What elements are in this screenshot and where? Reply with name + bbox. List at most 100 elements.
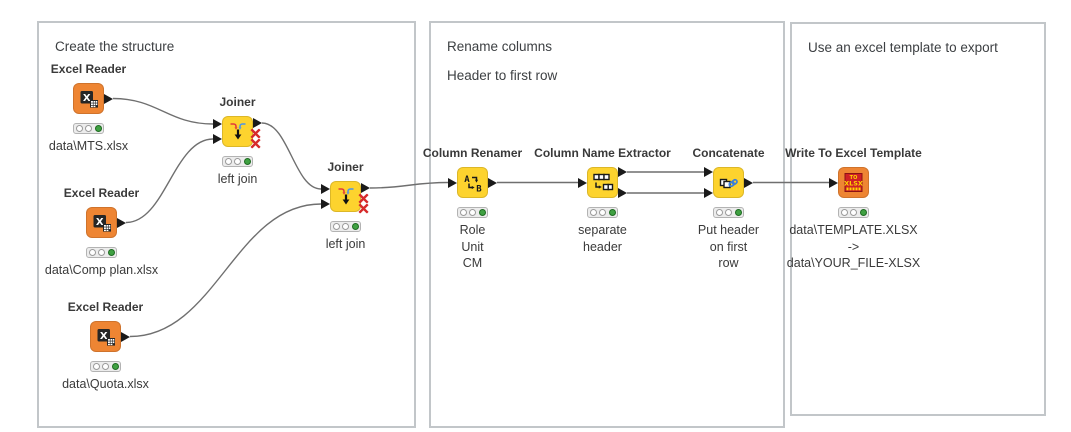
node-write_excel_template[interactable]: TO XLSX bbox=[838, 167, 869, 198]
status-light-green bbox=[351, 223, 359, 230]
status-light-off bbox=[88, 249, 96, 256]
input-port[interactable] bbox=[213, 119, 222, 129]
node-label: Joiner bbox=[327, 160, 364, 174]
status-light-off bbox=[85, 125, 92, 132]
connection-wire[interactable] bbox=[112, 97, 214, 125]
annotation-title: Rename columns bbox=[447, 39, 553, 54]
status-light-off bbox=[102, 363, 109, 370]
input-port[interactable] bbox=[704, 167, 713, 177]
output-port[interactable] bbox=[361, 183, 370, 193]
traffic-light-status bbox=[587, 207, 618, 218]
status-light-green bbox=[608, 209, 616, 216]
node-caption-line: row bbox=[718, 256, 739, 270]
svg-text:X: X bbox=[95, 216, 103, 227]
status-light-off bbox=[469, 209, 476, 216]
node-column_renamer[interactable]: A B bbox=[457, 167, 488, 198]
connection-wire[interactable] bbox=[129, 203, 322, 338]
column-renamer-icon: A B bbox=[464, 175, 482, 195]
status-light-off bbox=[599, 209, 606, 216]
traffic-light-status bbox=[713, 207, 744, 218]
svg-text:X: X bbox=[82, 92, 90, 103]
excel-reader-icon: X bbox=[80, 90, 98, 108]
node-caption-line: separate bbox=[578, 223, 627, 237]
node-caption-line: Role bbox=[459, 223, 486, 237]
status-light-green bbox=[734, 209, 742, 216]
node-caption: left join bbox=[218, 171, 258, 188]
node-concatenate[interactable] bbox=[713, 167, 744, 198]
inactive-port-x-icon: ✕ bbox=[249, 125, 262, 143]
status-light-off bbox=[75, 125, 83, 132]
input-port[interactable] bbox=[213, 134, 222, 144]
connection-wire[interactable] bbox=[369, 181, 449, 189]
node-label: Write To Excel Template bbox=[785, 146, 922, 160]
joiner-icon bbox=[230, 122, 245, 139]
input-port[interactable] bbox=[321, 184, 330, 194]
node-caption-line: data\Comp plan.xlsx bbox=[44, 263, 159, 277]
node-caption: data\Comp plan.xlsx bbox=[45, 262, 158, 279]
node-caption: left join bbox=[326, 236, 366, 253]
output-port[interactable] bbox=[488, 177, 497, 188]
status-light-off bbox=[332, 223, 340, 230]
output-port[interactable] bbox=[104, 93, 113, 104]
node-joiner_2[interactable] bbox=[330, 181, 361, 212]
node-label: Excel Reader bbox=[63, 186, 140, 200]
annotation-title-line2: Header to first row bbox=[447, 68, 558, 83]
traffic-light-status bbox=[73, 123, 104, 134]
status-light-off bbox=[715, 209, 723, 216]
node-label: Concatenate bbox=[692, 146, 765, 160]
output-port[interactable] bbox=[618, 167, 627, 177]
annotation-title: Create the structure bbox=[55, 39, 175, 54]
svg-text:X: X bbox=[99, 330, 107, 341]
status-light-off bbox=[589, 209, 597, 216]
node-column_name_extractor[interactable] bbox=[587, 167, 618, 198]
input-port[interactable] bbox=[321, 199, 330, 209]
svg-text:TO: TO bbox=[849, 175, 857, 181]
status-light-green bbox=[107, 249, 115, 256]
node-caption: data\Quota.xlsx bbox=[62, 376, 149, 393]
status-light-off bbox=[459, 209, 467, 216]
status-light-off bbox=[840, 209, 848, 216]
connection-wire[interactable] bbox=[125, 138, 214, 224]
node-excel_reader_3[interactable]: X bbox=[90, 321, 121, 352]
concatenate-icon bbox=[719, 178, 738, 188]
output-port[interactable] bbox=[121, 331, 130, 342]
status-light-off bbox=[342, 223, 349, 230]
status-light-green bbox=[478, 209, 486, 216]
svg-text:A: A bbox=[464, 175, 470, 185]
output-port[interactable] bbox=[253, 118, 262, 128]
column-name-extractor-icon bbox=[592, 173, 613, 190]
input-port[interactable] bbox=[578, 177, 587, 188]
input-port[interactable] bbox=[448, 177, 457, 188]
annotation-box-excel-template[interactable]: Use an excel template to export bbox=[790, 22, 1046, 416]
node-caption: data\MTS.xlsx bbox=[49, 138, 128, 155]
inactive-port-x-icon: ✕ bbox=[249, 136, 262, 153]
node-label: Column Renamer bbox=[422, 146, 523, 160]
connection-wire[interactable] bbox=[261, 122, 322, 190]
excel-reader-icon: X bbox=[97, 328, 115, 346]
node-caption-line: Unit bbox=[461, 239, 484, 254]
status-light-green bbox=[94, 125, 102, 132]
node-caption-line: data\Quota.xlsx bbox=[62, 377, 149, 391]
node-joiner_1[interactable] bbox=[222, 116, 253, 147]
annotation-box-rename-columns[interactable]: Rename columns Header to first row bbox=[429, 21, 785, 428]
node-caption-line: data\TEMPLATE.XLSX bbox=[789, 223, 918, 237]
input-port[interactable] bbox=[704, 188, 713, 198]
output-port[interactable] bbox=[117, 217, 126, 228]
svg-text:XLSX: XLSX bbox=[844, 179, 863, 187]
node-caption: data\TEMPLATE.XLSX->data\YOUR_FILE-XLSX bbox=[787, 222, 920, 272]
status-light-off bbox=[98, 249, 105, 256]
node-excel_reader_2[interactable]: X bbox=[86, 207, 117, 238]
node-excel_reader_1[interactable]: X bbox=[73, 83, 104, 114]
annotation-title: Use an excel template to export bbox=[808, 40, 998, 55]
output-port[interactable] bbox=[744, 177, 753, 188]
status-light-off bbox=[725, 209, 732, 216]
node-label: Joiner bbox=[219, 95, 256, 109]
status-light-green bbox=[111, 363, 119, 370]
output-port[interactable] bbox=[618, 188, 627, 198]
traffic-light-status bbox=[330, 221, 361, 232]
status-light-off bbox=[92, 363, 100, 370]
input-port[interactable] bbox=[829, 177, 838, 188]
